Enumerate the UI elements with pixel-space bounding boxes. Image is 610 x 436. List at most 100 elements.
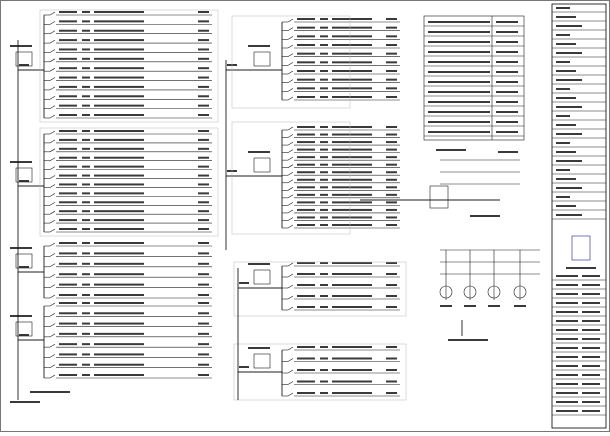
circuit-title [436, 149, 466, 151]
distribution-panels [10, 9, 540, 403]
load-rating [386, 262, 397, 264]
breaker-rating [297, 380, 315, 383]
breaker-contact [49, 242, 56, 247]
load-rating [386, 141, 397, 144]
load-symbol [439, 285, 453, 299]
circuit-row [44, 332, 212, 338]
breaker-rating [59, 95, 77, 98]
panel-frame [231, 15, 351, 109]
circuit-row [282, 35, 400, 40]
title-block-cell [556, 7, 570, 9]
cable-spec [94, 363, 144, 366]
load-rating [386, 18, 397, 20]
cable-spec [332, 369, 372, 371]
legend-item [428, 71, 490, 73]
circuit-id [320, 295, 328, 297]
breaker-contact [49, 302, 56, 307]
legend-item [428, 91, 490, 93]
cable-spec [94, 242, 144, 244]
breaker-symbol [15, 51, 33, 67]
panel-label [10, 45, 32, 47]
circuit-id [320, 18, 328, 20]
load-rating [198, 374, 209, 376]
breaker-rating [59, 273, 77, 276]
breaker-contact [49, 77, 56, 81]
company-logo-icon [571, 235, 591, 261]
cable-spec [94, 374, 144, 376]
legend-item [428, 51, 490, 53]
cable-spec [94, 104, 144, 107]
cable-spec [94, 138, 144, 141]
breaker-rating [59, 67, 77, 70]
cable-spec [94, 67, 144, 70]
load-rating [198, 20, 209, 23]
load-rating [386, 306, 397, 308]
load-rating [386, 126, 397, 128]
panel-label [248, 347, 270, 349]
circuit-id [320, 357, 328, 360]
breaker-rating [59, 283, 77, 286]
legend-value [496, 91, 518, 93]
circuit-row [282, 306, 400, 311]
title-block-cell [556, 160, 582, 162]
circuit-row [282, 392, 400, 397]
panel-label [10, 315, 32, 317]
breaker-rating [297, 87, 315, 90]
title-block-cell [556, 16, 576, 18]
cable-spec [94, 283, 144, 286]
load-rating [386, 357, 397, 360]
riser-cable-label [30, 391, 70, 393]
breaker-contact [287, 295, 294, 300]
title-block-cell [556, 88, 570, 90]
breaker-contact [49, 21, 56, 25]
breaker-contact [287, 88, 294, 92]
legend-item [428, 111, 490, 113]
breaker-rating [59, 114, 77, 116]
load-rating [386, 273, 397, 275]
circuit-row [282, 193, 400, 199]
circuit-row [282, 208, 400, 214]
circuit-id [320, 284, 328, 286]
breaker-rating [59, 57, 77, 60]
breaker-contact [287, 96, 294, 101]
circuit-id [320, 262, 328, 264]
breaker-rating [59, 262, 77, 265]
circuit-id [82, 104, 90, 107]
breaker-rating [297, 96, 315, 98]
breaker-rating [297, 133, 315, 136]
circuit-row [282, 70, 400, 75]
breaker-contact [49, 166, 56, 170]
load-rating [198, 183, 209, 186]
breaker-symbol [253, 269, 271, 285]
panel-label [10, 161, 32, 163]
breaker-contact [49, 86, 56, 91]
breaker-rating [59, 219, 77, 222]
breaker-rating [297, 392, 315, 394]
breaker-rating [297, 141, 315, 144]
circuit-row [44, 228, 212, 233]
circuit-id [82, 114, 90, 116]
circuit-note [470, 215, 500, 217]
circuit-row [44, 174, 212, 179]
breaker-rating [59, 85, 77, 88]
breaker-contact [287, 126, 294, 131]
circuit-id [320, 87, 328, 90]
load-symbol [513, 285, 527, 299]
cable-spec [332, 61, 372, 64]
cable-spec [332, 26, 372, 29]
load-rating [198, 219, 209, 222]
panel-4 [10, 302, 212, 379]
breaker-rating [59, 322, 77, 325]
title-block-cell [556, 52, 582, 54]
breaker-rating [297, 357, 315, 360]
breaker-contact [287, 217, 294, 221]
breaker-rating [59, 312, 77, 315]
breaker-contact [49, 294, 56, 299]
breaker-rating [59, 343, 77, 346]
circuit-id [320, 346, 328, 348]
cable-spec [332, 44, 372, 46]
load-rating [198, 174, 209, 177]
breaker-contact [49, 263, 56, 268]
cable-spec [332, 208, 372, 211]
